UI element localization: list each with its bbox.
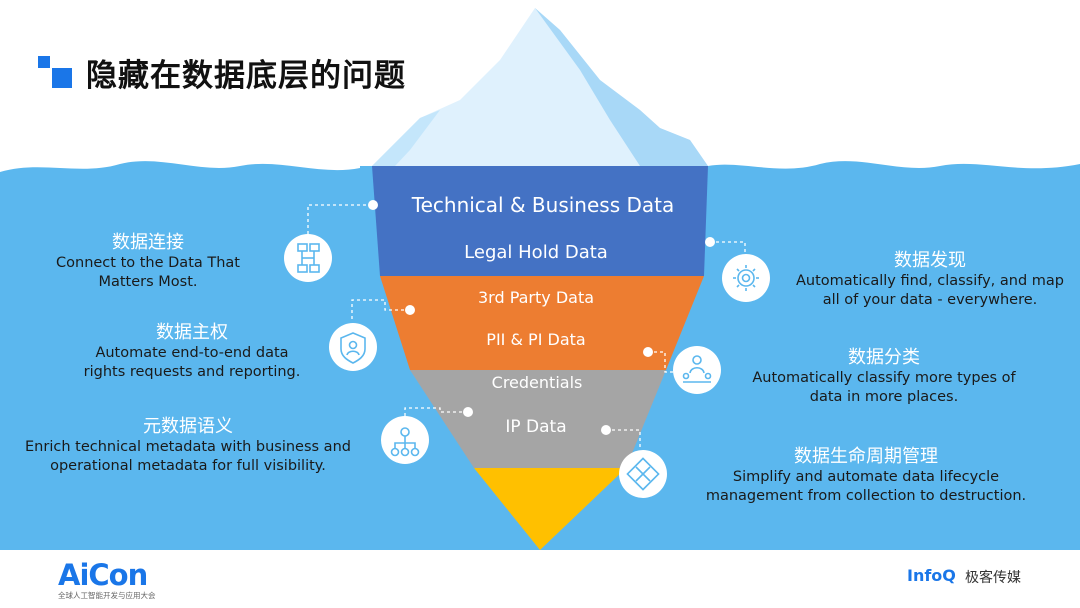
aicon-logo-subtitle: 全球人工智能开发与应用大会 [58,591,156,600]
feature-desc: Automatically classify more types of [752,370,1016,386]
icon-circle-team [673,346,721,394]
layer-label-technical-business: Technical & Business Data [411,193,675,217]
infoq-logo: InfoQ [907,566,956,585]
aicon-logo: AiCon [58,558,148,592]
icon-circle-shield [329,323,377,371]
geek-media-logo: 极客传媒 [965,570,1021,586]
layer-label-ip-data: IP Data [505,417,567,437]
shield-user-icon [340,332,366,364]
sea-background-right [708,161,1080,551]
page-title: 隐藏在数据底层的问题 [86,58,406,94]
layer-label-legal-hold: Legal Hold Data [464,242,608,263]
feature-desc: operational metadata for full visibility… [50,458,326,474]
feature-desc: Automate end-to-end data [95,345,289,361]
feature-desc: all of your data - everywhere. [822,292,1038,308]
connector-dot-4 [705,237,715,247]
feature-desc: management from collection to destructio… [705,488,1027,504]
layer-orange [380,276,704,370]
feature-data-classification: 数据分类 Automatically classify more types o… [752,347,1015,407]
connector-dot-2 [405,305,415,315]
connector-line-3 [404,407,468,416]
feature-title: 数据主权 [155,322,228,343]
iceberg-peak-shade-left [372,110,440,166]
connector-line-1 [307,204,372,238]
feature-data-lifecycle: 数据生命周期管理 Simplify and automate data life… [706,446,1026,506]
feature-desc: rights requests and reporting. [83,364,301,380]
feature-title: 元数据语义 [142,416,233,437]
team-icon [682,355,712,383]
gear-icon [733,265,759,291]
feature-desc: Automatically find, classify, and map [795,273,1065,289]
footer-bar [0,550,1080,608]
feature-data-discovery: 数据发现 Automatically find, classify, and m… [796,250,1064,310]
feature-title: 数据发现 [894,250,966,271]
layer-yellow-tip [474,468,626,550]
iceberg-peak-shade [535,8,708,166]
hierarchy-icon [390,427,420,457]
connector-dot-1 [368,200,378,210]
feature-desc: Matters Most. [98,274,198,290]
connector-dot-6 [601,425,611,435]
title-logo-squares-icon [38,56,72,88]
network-icon [297,243,320,273]
feature-desc: Enrich technical metadata with business … [25,439,351,455]
layer-label-pii: PII & PI Data [486,330,586,349]
connector-line-4 [710,241,746,255]
layer-blue [372,166,708,276]
layer-label-third-party: 3rd Party Data [477,288,595,307]
connector-dot-3 [463,407,473,417]
connector-dot-5 [643,347,653,357]
puzzle-icon [626,457,660,491]
connector-line-5 [648,351,675,373]
feature-metadata-semantics: 元数据语义 Enrich technical metadata with bus… [25,416,351,476]
feature-desc: Simplify and automate data lifecycle [732,469,1000,485]
sea-background [0,161,372,551]
feature-title: 数据分类 [847,347,920,368]
feature-title: 数据连接 [111,232,184,253]
feature-desc: data in more places. [809,389,959,405]
feature-data-sovereignty: 数据主权 Automate end-to-end data rights req… [84,322,301,382]
icon-circle-gear [722,254,770,302]
feature-title: 数据生命周期管理 [794,446,938,467]
feature-desc: Connect to the Data That [56,255,240,271]
feature-data-connection: 数据连接 Connect to the Data That Matters Mo… [56,232,240,292]
layer-label-credentials: Credentials [491,373,583,392]
layer-gray [410,370,666,468]
